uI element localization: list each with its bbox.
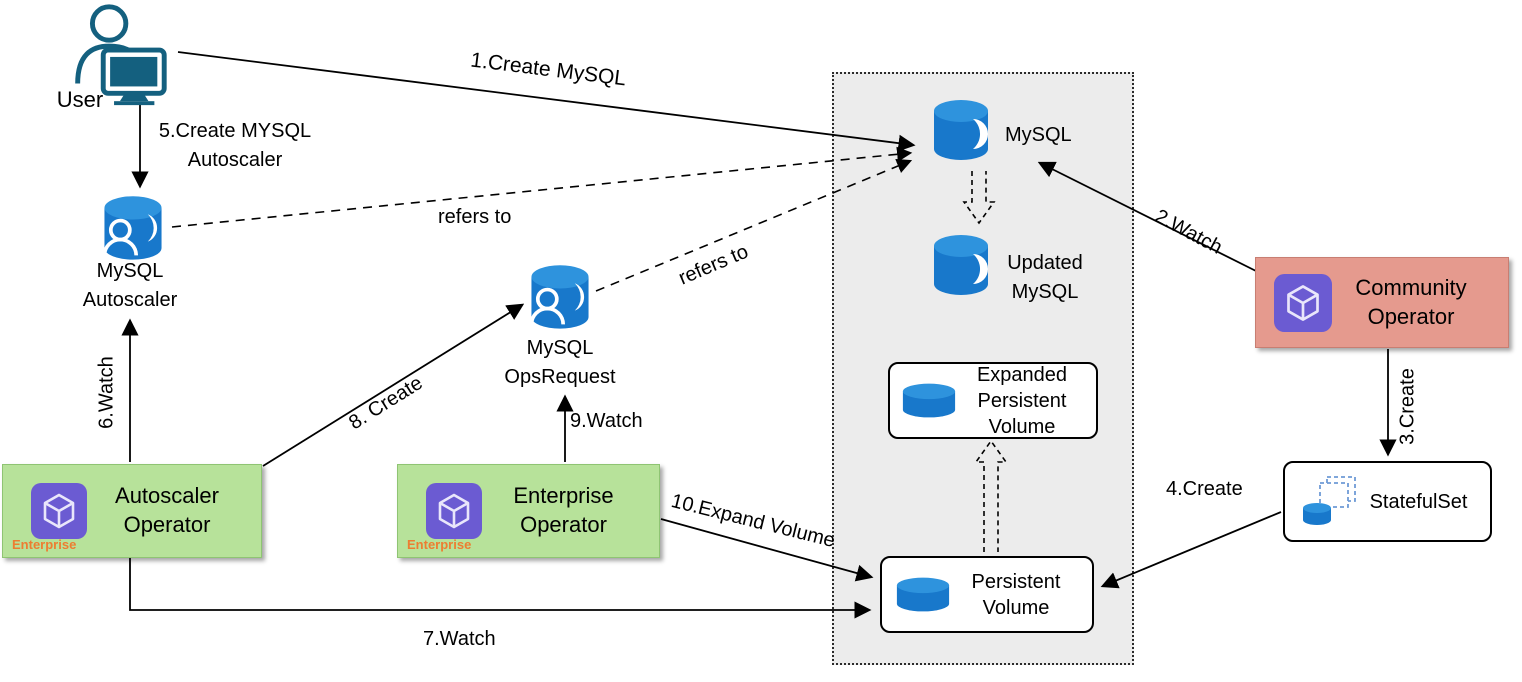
persistent-volume-box: Persistent Volume (880, 556, 1094, 633)
enterprise-badge: Enterprise (12, 537, 77, 552)
enterprise-badge: Enterprise (407, 537, 472, 552)
mysql-opsrequest-label: MySQL OpsRequest (504, 337, 616, 388)
updated-mysql-label: Updated MySQL (1007, 252, 1083, 303)
edge-label-10-expand-volume: 10.Expand Volume (668, 490, 838, 552)
updated-mysql-icon (926, 232, 996, 300)
edge-label-refers-to-b: refers to (675, 240, 752, 290)
persistent-volume-label: Persistent Volume (971, 570, 1061, 619)
expanded-pv-box: Expanded Persistent Volume (888, 362, 1098, 439)
operator-cube-icon (31, 483, 87, 539)
edge-label-3-create: 3.Create (1396, 368, 1419, 445)
mysql-opsrequest-icon (523, 262, 597, 334)
user-label: User (56, 87, 104, 112)
enterprise-operator-box: Enterprise Operator Enterprise (397, 464, 660, 558)
edge-label-9-watch: 9.Watch (570, 410, 643, 432)
edge-label-2-watch: 2.Watch (1151, 205, 1226, 259)
autoscaler-operator-box: Autoscaler Operator Enterprise (2, 464, 262, 558)
autoscaler-operator-label: Autoscaler Operator (115, 483, 219, 537)
edge-7-watch (129, 558, 872, 619)
statefulset-label: StatefulSet (1369, 490, 1468, 513)
edge-label-1-create-mysql: 1.Create MySQL (469, 48, 628, 91)
volume-icon (900, 382, 958, 420)
operator-cube-icon (426, 483, 482, 539)
mysql-label: MySQL (1005, 124, 1072, 146)
community-operator-label: Community Operator (1355, 274, 1467, 329)
user-icon (58, 0, 176, 106)
statefulset-icon (1299, 475, 1361, 529)
mysql-icon (926, 97, 996, 165)
community-operator-box: Community Operator (1255, 257, 1509, 348)
edge-label-4-create: 4.Create (1166, 478, 1243, 500)
edge-label-6-watch: 6.Watch (95, 356, 118, 429)
edge-label-7-watch: 7.Watch (423, 628, 496, 650)
edge-label-5-create-autoscaler: 5.Create MYSQL Autoscaler (158, 120, 312, 171)
statefulset-box: StatefulSet (1283, 461, 1492, 542)
mysql-autoscaler-icon (96, 193, 170, 265)
expanded-pv-label: Expanded Persistent Volume (976, 363, 1068, 438)
mysql-autoscaler-label: MySQL Autoscaler (82, 260, 178, 311)
edge-label-8-create: 8. Create (345, 371, 427, 435)
operator-cube-icon (1274, 273, 1332, 332)
volume-icon (894, 576, 952, 614)
enterprise-operator-label: Enterprise Operator (513, 483, 614, 537)
edge-label-refers-to-a: refers to (438, 206, 512, 228)
